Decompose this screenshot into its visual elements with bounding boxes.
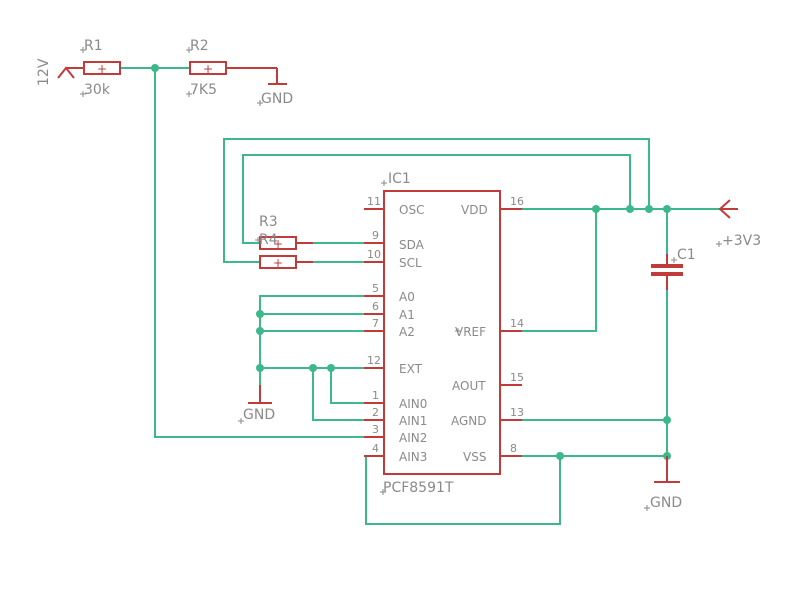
resistor-r1-body (83, 61, 121, 75)
pin-number: 13 (510, 406, 524, 419)
gnd-address: GND (238, 385, 275, 424)
gnd-label: GND (243, 407, 275, 423)
supply-3v3: +3V3 (718, 199, 761, 249)
ic1-right-pins (500, 208, 522, 457)
pin-number: 5 (372, 282, 379, 295)
supply-12v-arrow-icon (57, 66, 75, 79)
pin-name: SDA (399, 238, 425, 252)
gnd-label: GND (650, 495, 682, 511)
pin-number: 2 (372, 406, 379, 419)
junction-dot (309, 364, 317, 372)
resistor-r1-mark: + (97, 62, 107, 76)
junction-dot (327, 364, 335, 372)
supply-12v: 12V (36, 58, 84, 86)
supply-12v-label: 12V (36, 58, 52, 86)
gnd-label: GND (261, 91, 293, 107)
pin-name: VREF (455, 325, 486, 339)
pin-number: 1 (372, 389, 379, 402)
resistor-r1-origin-icon (80, 91, 86, 97)
junction-dot (256, 310, 264, 318)
supply-3v3-label: +3V3 (722, 233, 761, 249)
resistor-r2-value: 7K5 (190, 82, 217, 98)
pin-name: AGND (451, 414, 487, 428)
origin-crosses (255, 237, 722, 334)
pin-number: 14 (510, 317, 524, 330)
pin-name: AOUT (452, 379, 486, 393)
pin-number: 12 (367, 354, 381, 367)
ic1-body (383, 190, 501, 475)
ic1-value: PCF8591T (383, 480, 454, 496)
pin-number: 16 (510, 195, 524, 208)
junction-dot (626, 205, 634, 213)
ic1-name: IC1 (388, 171, 411, 187)
pin-number: 10 (367, 248, 381, 261)
wire-vref-vdd (500, 209, 597, 332)
junction-dot (663, 416, 671, 424)
junction-dot (256, 364, 264, 372)
resistor-r1: + R1 30k (80, 38, 121, 98)
ic1-chip: IC1 PCF8591T (380, 171, 501, 496)
resistor-r1-value: 30k (84, 82, 111, 98)
pin-number: 9 (372, 229, 379, 242)
junction-dot (663, 205, 671, 213)
junction-dot (645, 205, 653, 213)
pin-name: AIN2 (399, 431, 427, 445)
resistor-r3-name: R3 (259, 214, 278, 230)
pin-number: 11 (367, 195, 381, 208)
resistor-r4-name: R4 (259, 232, 278, 248)
pin-name: A1 (399, 308, 415, 322)
capacitor-c1: C1 (651, 247, 696, 290)
resistor-r3-mark: + (273, 237, 283, 251)
resistor-r2-name: R2 (190, 38, 209, 54)
pin-number: 8 (510, 442, 517, 455)
ic1-left-pins (364, 208, 384, 457)
junction-dot (556, 452, 564, 460)
pin-number: 3 (372, 423, 379, 436)
pin-number: 6 (372, 300, 379, 313)
wire-divider-to-ain2 (154, 68, 384, 438)
pin-number: 7 (372, 317, 379, 330)
pin-name: AIN1 (399, 414, 427, 428)
pin-name: VSS (463, 450, 486, 464)
resistor-r4-mark: + (273, 256, 283, 270)
wire-ain0 (330, 368, 364, 404)
junction-dots (151, 64, 671, 460)
wire-r3-pullup (242, 154, 631, 244)
pin-name: AIN0 (399, 397, 427, 411)
wire-r4-pullup (223, 138, 650, 263)
pin-name: EXT (399, 362, 423, 376)
pin-name: A0 (399, 290, 415, 304)
pin-name: OSC (399, 203, 424, 217)
pin-name: VDD (461, 203, 488, 217)
pin-name: AIN3 (399, 450, 427, 464)
resistor-r3: + R3 (259, 214, 313, 251)
wire-ain1 (312, 368, 364, 421)
pin-number: 4 (372, 442, 379, 455)
junction-dot (592, 205, 600, 213)
pin-name: SCL (399, 256, 422, 270)
junction-dot (256, 327, 264, 335)
junction-dot (151, 64, 159, 72)
capacitor-c1-name: C1 (677, 247, 696, 263)
resistor-r2: + R2 7K5 GND (186, 38, 293, 107)
pin-name: A2 (399, 325, 415, 339)
pin-number: 15 (510, 371, 524, 384)
resistor-r1-origin-icon (80, 47, 86, 53)
resistor-r2-mark: + (203, 62, 213, 76)
resistor-r1-name: R1 (84, 38, 103, 54)
ic1-left-pin-labels: 11 OSC 9 SDA 10 SCL 5 A0 6 A1 7 A2 12 EX… (367, 195, 427, 464)
gnd-right: GND (644, 456, 682, 511)
supply-3v3-arrow-icon (718, 199, 731, 219)
ic1-right-pin-labels: 16 VDD 14 VREF 15 AOUT 13 AGND 8 VSS (451, 195, 524, 464)
resistor-r4: + R4 (259, 232, 313, 270)
